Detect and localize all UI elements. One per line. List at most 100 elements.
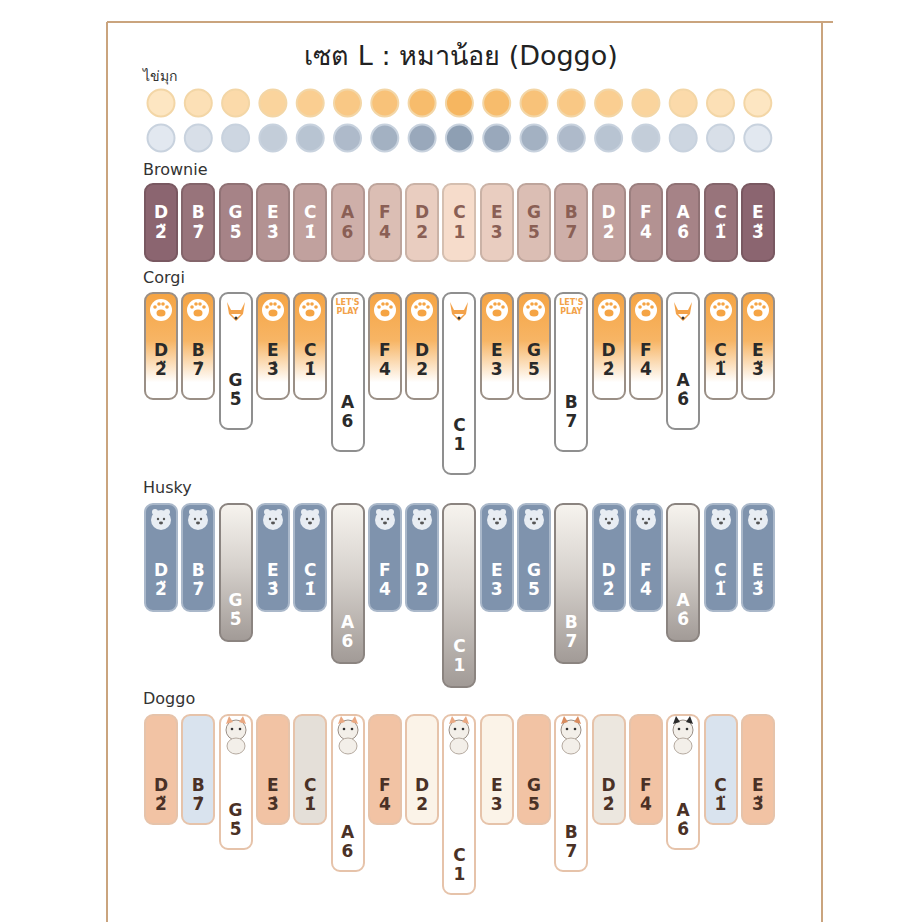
key-icon bbox=[444, 294, 474, 328]
pearl-bead bbox=[334, 125, 361, 152]
note-letter: C bbox=[714, 203, 726, 223]
frame-line bbox=[107, 21, 833, 23]
note-letter: D bbox=[154, 776, 168, 796]
note-letter: A bbox=[677, 203, 690, 223]
note-number: 4̇ bbox=[640, 795, 652, 815]
note-number: 6̇ bbox=[677, 610, 689, 630]
pearl-bead bbox=[632, 90, 659, 117]
pearl-bead bbox=[595, 125, 622, 152]
key-icon bbox=[594, 294, 624, 328]
note-letter: F bbox=[379, 203, 391, 223]
note-letter: D bbox=[415, 203, 429, 223]
note-number: 7 bbox=[565, 632, 577, 652]
kalimba-key: B7̇ bbox=[181, 183, 215, 262]
note-letter: C bbox=[453, 416, 465, 436]
kalimba-key: C1 bbox=[442, 292, 476, 475]
note-letter: A bbox=[677, 591, 690, 611]
pearl-bead bbox=[483, 90, 510, 117]
note-letter: E bbox=[752, 776, 764, 796]
note-number: 6 bbox=[342, 842, 354, 862]
note-number: 1̇ bbox=[304, 795, 316, 815]
key-icon bbox=[370, 294, 400, 328]
note-letter: F bbox=[640, 561, 652, 581]
kalimba-key: E3̈ bbox=[741, 183, 775, 262]
note-number: 7 bbox=[565, 412, 577, 432]
kalimba-key: D2̈ bbox=[144, 503, 178, 612]
note-letter: D bbox=[154, 203, 168, 223]
pearl-bead bbox=[483, 125, 510, 152]
note-number: 2 bbox=[416, 795, 428, 815]
note-number: 2̈ bbox=[155, 360, 167, 380]
note-number: 5̇ bbox=[230, 610, 242, 630]
pearl-bead bbox=[297, 125, 324, 152]
dog-illustration bbox=[556, 716, 586, 762]
note-letter: E bbox=[267, 203, 279, 223]
key-decoration-text: LET'S PLAY bbox=[333, 298, 363, 316]
note-letter: A bbox=[677, 801, 690, 821]
note-letter: F bbox=[379, 776, 391, 796]
note-letter: D bbox=[415, 341, 429, 361]
note-letter: B bbox=[192, 561, 205, 581]
kalimba-key: F4 bbox=[368, 183, 402, 262]
kalimba-key: C1̈ bbox=[704, 714, 738, 825]
note-number: 3̇ bbox=[267, 795, 279, 815]
pearl-bead bbox=[744, 90, 771, 117]
note-number: 6̇ bbox=[677, 223, 689, 243]
note-number: 3 bbox=[491, 795, 503, 815]
kalimba-key: E3 bbox=[480, 503, 514, 612]
note-letter: G bbox=[527, 776, 541, 796]
note-letter: C bbox=[304, 561, 316, 581]
note-number: 4̇ bbox=[640, 580, 652, 600]
note-letter: F bbox=[379, 561, 391, 581]
pearl-bead bbox=[371, 90, 398, 117]
key-icon bbox=[631, 505, 661, 535]
note-number: 6̇ bbox=[677, 390, 689, 410]
note-number: 1̇ bbox=[304, 360, 316, 380]
note-letter: E bbox=[752, 561, 764, 581]
key-icon bbox=[258, 505, 288, 535]
pearl-bead bbox=[744, 125, 771, 152]
note-number: 5 bbox=[528, 795, 540, 815]
note-letter: C bbox=[453, 846, 465, 866]
note-number: 3 bbox=[491, 580, 503, 600]
note-number: 7̇ bbox=[192, 360, 204, 380]
kalimba-key: D2̇ bbox=[592, 714, 626, 825]
note-number: 5̇ bbox=[230, 390, 242, 410]
title: เซต L : หมาน้อย (Doggo) bbox=[0, 34, 922, 77]
pearl-bead bbox=[334, 90, 361, 117]
note-number: 3̈ bbox=[752, 360, 764, 380]
note-number: 2 bbox=[416, 360, 428, 380]
kalimba-key: D2 bbox=[405, 292, 439, 400]
key-icon bbox=[594, 505, 624, 535]
pearl-bead bbox=[670, 125, 697, 152]
note-letter: C bbox=[453, 637, 465, 657]
row-label: Corgi bbox=[143, 269, 185, 287]
frame-line bbox=[106, 22, 108, 922]
pearl-bead bbox=[185, 90, 212, 117]
note-number: 2̇ bbox=[603, 223, 615, 243]
note-number: 4 bbox=[379, 360, 391, 380]
dog-illustration bbox=[444, 716, 474, 762]
note-letter: C bbox=[714, 561, 726, 581]
note-number: 2̇ bbox=[603, 580, 615, 600]
note-number: 6̇ bbox=[677, 820, 689, 840]
pearl-bead bbox=[371, 125, 398, 152]
note-letter: G bbox=[229, 203, 243, 223]
note-letter: D bbox=[602, 203, 616, 223]
note-letter: D bbox=[602, 341, 616, 361]
note-number: 2̇ bbox=[603, 795, 615, 815]
note-letter: C bbox=[453, 203, 465, 223]
note-letter: A bbox=[341, 393, 354, 413]
kalimba-key: C1 bbox=[442, 714, 476, 895]
kalimba-key: E3̇ bbox=[256, 714, 290, 825]
key-icon bbox=[221, 294, 251, 328]
note-letter: G bbox=[229, 591, 243, 611]
note-number: 4̇ bbox=[640, 360, 652, 380]
note-number: 1̈ bbox=[715, 580, 727, 600]
kalimba-key: E3 bbox=[480, 292, 514, 400]
key-icon bbox=[482, 505, 512, 535]
note-letter: G bbox=[527, 203, 541, 223]
note-number: 2 bbox=[416, 223, 428, 243]
kalimba-key: D2 bbox=[405, 503, 439, 612]
note-letter: G bbox=[527, 561, 541, 581]
